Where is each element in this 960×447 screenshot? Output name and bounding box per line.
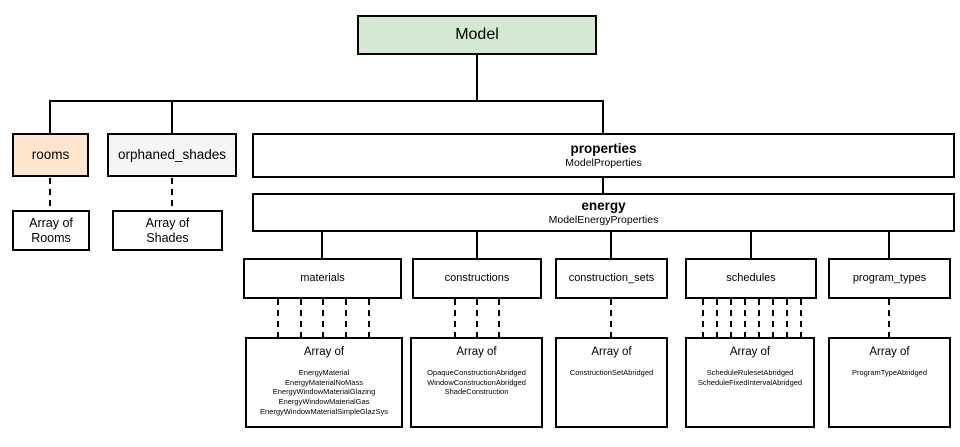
shades-array-label: Array of Shades bbox=[145, 215, 190, 245]
dashed-connector-shades bbox=[171, 178, 173, 210]
properties-node: properties ModelProperties bbox=[252, 133, 955, 178]
schedules-type-list: ScheduleRulesetAbridged ScheduleFixedInt… bbox=[697, 367, 803, 387]
rooms-node: rooms bbox=[12, 133, 89, 177]
construction-sets-array-title: Array of bbox=[591, 346, 632, 358]
constructions-label: constructions bbox=[444, 271, 510, 284]
energy-label: energy bbox=[581, 198, 626, 214]
connector-energy-construction-sets bbox=[610, 231, 612, 258]
properties-label: properties bbox=[570, 141, 637, 157]
dashed-connector-constructions bbox=[476, 299, 478, 337]
rooms-array-node: Array of Rooms bbox=[12, 210, 90, 251]
properties-type: ModelProperties bbox=[565, 157, 642, 170]
construction-sets-label: construction_sets bbox=[568, 271, 655, 284]
dashed-connector-schedules bbox=[800, 299, 802, 337]
dashed-connector-materials bbox=[300, 299, 302, 337]
dashed-connector-constructions bbox=[498, 299, 500, 337]
dashed-connector-program-types bbox=[888, 299, 890, 337]
connector-properties-energy bbox=[602, 178, 604, 193]
dashed-connector-schedules bbox=[730, 299, 732, 337]
dashed-connector-schedules bbox=[786, 299, 788, 337]
materials-type-list: EnergyMaterial EnergyMaterialNoMass Ener… bbox=[260, 367, 388, 416]
constructions-type-list: OpaqueConstructionAbridged WindowConstru… bbox=[427, 367, 526, 397]
materials-array-title: Array of bbox=[303, 346, 345, 358]
model-label: Model bbox=[455, 26, 499, 44]
connector-energy-program-types bbox=[888, 231, 890, 258]
dashed-connector-schedules bbox=[716, 299, 718, 337]
program-types-array-title: Array of bbox=[869, 346, 910, 358]
construction-sets-type-list: ConstructionSetAbridged bbox=[569, 367, 654, 377]
dashed-connector-schedules bbox=[758, 299, 760, 337]
connector-branch-horizontal bbox=[49, 100, 604, 102]
constructions-array-node: Array of OpaqueConstructionAbridged Wind… bbox=[410, 337, 543, 428]
materials-array-node: Array of EnergyMaterial EnergyMaterialNo… bbox=[245, 337, 403, 428]
dashed-connector-rooms bbox=[49, 178, 51, 210]
program-types-node: program_types bbox=[828, 258, 951, 299]
schedules-array-node: Array of ScheduleRulesetAbridged Schedul… bbox=[685, 337, 815, 428]
orphaned-shades-label: orphaned_shades bbox=[117, 146, 227, 162]
dashed-connector-schedules bbox=[744, 299, 746, 337]
materials-label: materials bbox=[300, 271, 345, 284]
dashed-connector-materials bbox=[322, 299, 324, 337]
connector-energy-schedules bbox=[750, 231, 752, 258]
dashed-connector-materials bbox=[277, 299, 279, 337]
energy-node: energy ModelEnergyProperties bbox=[252, 193, 955, 232]
dashed-connector-schedules bbox=[702, 299, 704, 337]
dashed-connector-materials bbox=[345, 299, 347, 337]
orphaned-shades-node: orphaned_shades bbox=[107, 133, 237, 177]
connector-energy-constructions bbox=[476, 231, 478, 258]
shades-array-node: Array of Shades bbox=[112, 210, 223, 251]
rooms-array-label: Array of Rooms bbox=[29, 215, 73, 245]
constructions-node: constructions bbox=[412, 258, 542, 299]
dashed-connector-materials bbox=[368, 299, 370, 337]
program-types-type-list: ProgramTypeAbridged bbox=[851, 367, 928, 377]
schedules-node: schedules bbox=[685, 258, 817, 299]
program-types-label: program_types bbox=[852, 271, 927, 284]
construction-sets-array-node: Array of ConstructionSetAbridged bbox=[555, 337, 668, 428]
connector-drop-properties bbox=[602, 100, 604, 133]
program-types-array-node: Array of ProgramTypeAbridged bbox=[828, 337, 951, 428]
schedules-label: schedules bbox=[726, 271, 776, 284]
dashed-connector-constructions bbox=[454, 299, 456, 337]
connector-energy-materials bbox=[321, 231, 323, 258]
rooms-label: rooms bbox=[31, 146, 70, 162]
dashed-connector-construction-sets bbox=[610, 299, 612, 337]
connector-drop-orphaned-shades bbox=[171, 100, 173, 133]
connector-drop-rooms bbox=[49, 100, 51, 133]
model-node: Model bbox=[357, 15, 597, 55]
materials-node: materials bbox=[243, 258, 402, 299]
connector-model-drop bbox=[476, 55, 478, 101]
energy-type: ModelEnergyProperties bbox=[548, 214, 659, 227]
schedules-array-title: Array of bbox=[729, 346, 771, 358]
constructions-array-title: Array of bbox=[456, 346, 497, 358]
dashed-connector-schedules bbox=[772, 299, 774, 337]
construction-sets-node: construction_sets bbox=[555, 258, 668, 299]
